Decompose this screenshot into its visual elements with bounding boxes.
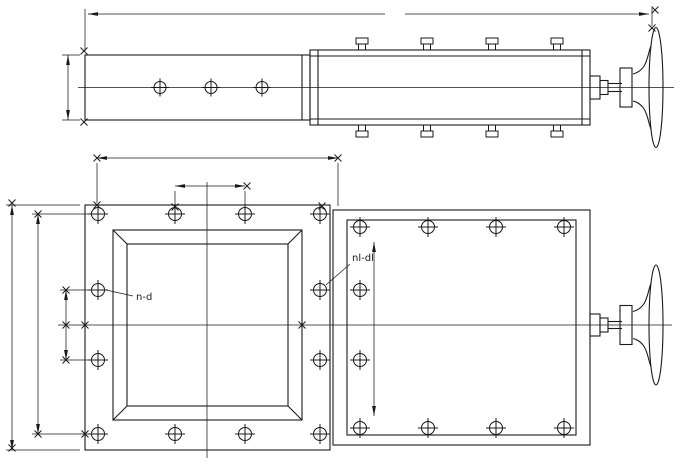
- handwheel-spoke: [632, 45, 652, 75]
- left-bolt-pattern-label: n-d: [136, 292, 152, 303]
- front-view: n-d nl-dl: [6, 154, 672, 458]
- leader-line-nl-dl: [325, 263, 351, 286]
- leader-line-n-d: [105, 289, 134, 297]
- handwheel-rim: [648, 264, 664, 386]
- valve-body-front-view: [84, 204, 591, 451]
- handwheel-spoke: [632, 337, 652, 367]
- dimensions-top-view: [62, 6, 659, 126]
- stem-front-view: [589, 304, 633, 346]
- inlet-flange: [84, 204, 331, 451]
- handwheel-front-view: [632, 264, 664, 386]
- top-view: [62, 6, 674, 149]
- handwheel-hub: [619, 304, 633, 346]
- center-lines-front-view: [58, 182, 672, 458]
- right-bolt-pattern-label: nl-dl: [352, 253, 374, 264]
- bonnet-housing-inner: [346, 219, 577, 436]
- bonnet-housing-outer: [332, 209, 591, 446]
- handwheel-spoke: [632, 283, 652, 313]
- handwheel-spoke: [632, 100, 652, 130]
- dimensions-front-view: [6, 154, 376, 452]
- annotations: n-d nl-dl: [105, 253, 374, 303]
- bolt-holes-housing: [349, 216, 575, 439]
